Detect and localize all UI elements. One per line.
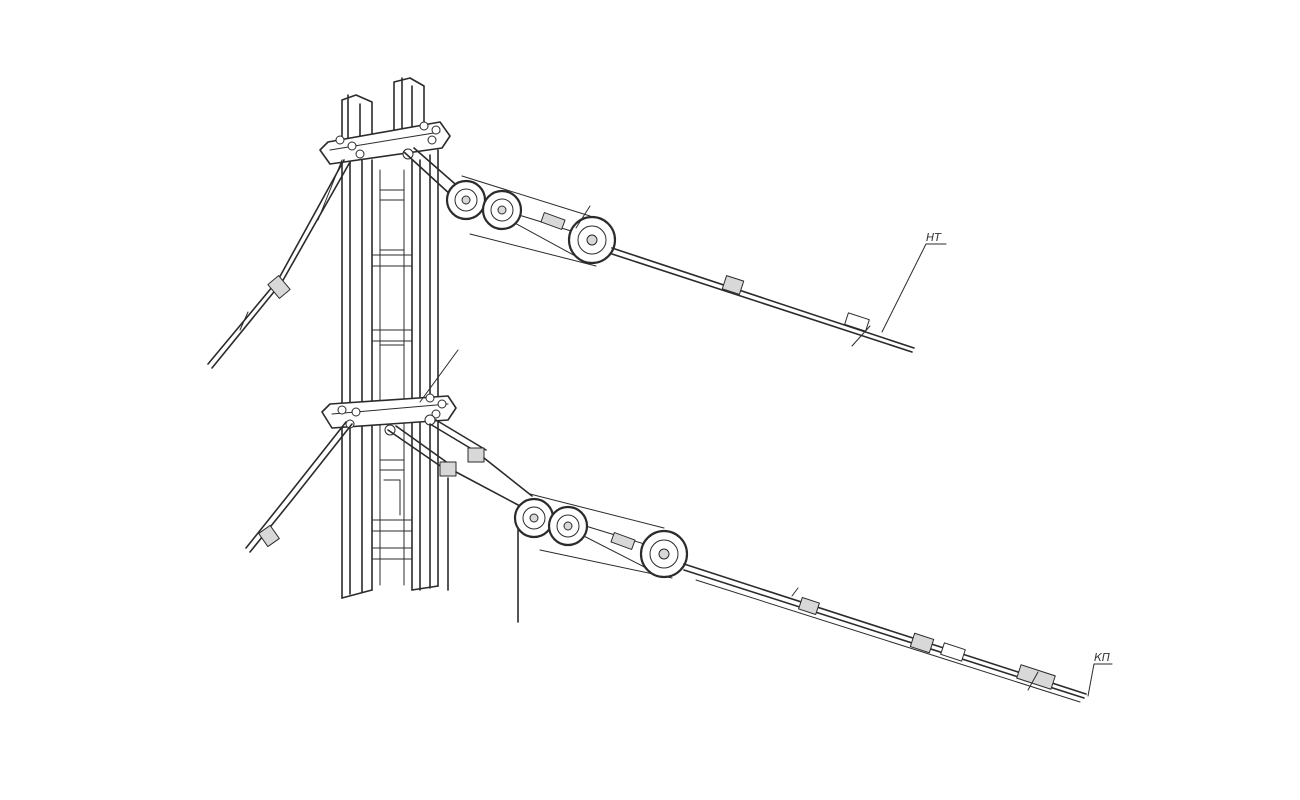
lower-bracket-leader [419, 349, 459, 403]
lower-back-guy [245, 421, 353, 553]
lower-wire-clamp-3 [940, 642, 966, 662]
mast-top-channel-left [341, 94, 373, 151]
lower-pulley-1 [513, 497, 555, 539]
upper-label-leader [881, 243, 947, 333]
lower-wire-clamp-2 [909, 632, 935, 654]
upper-pulley-2 [481, 189, 523, 231]
lower-tensioner-rope [529, 493, 673, 579]
upper-bracket-bolts [335, 121, 441, 160]
upper-pulley-1 [445, 179, 487, 221]
mast-right-upright [411, 149, 439, 591]
mast-base [341, 585, 439, 599]
mast-lattice [371, 169, 413, 586]
lower-link-a [439, 461, 457, 477]
upper-tensioner-arm [403, 147, 463, 197]
upper-bracket-plate [319, 121, 451, 165]
upper-pulley-3 [567, 215, 617, 265]
mast-left-upright [341, 149, 373, 599]
lower-label: КП [1094, 651, 1110, 664]
lower-guy-clamp [258, 524, 280, 548]
upper-wire-clamp [721, 275, 745, 295]
lower-bracket-plate [321, 395, 457, 429]
lower-wire-clamp-1 [798, 597, 820, 615]
mast [341, 77, 439, 599]
upper-back-guy [207, 159, 351, 369]
mast-top-channel-right [393, 77, 425, 151]
lower-link-b [467, 447, 485, 463]
lower-pulley-3 [639, 529, 689, 579]
upper-label: НТ [926, 231, 942, 244]
lower-pulley-2 [547, 505, 589, 547]
upper-wire [611, 247, 915, 353]
lower-bracket [321, 349, 459, 436]
lower-bracket-bolts [337, 393, 447, 436]
lower-tensioner-arm-1 [387, 425, 453, 471]
upper-bracket [319, 121, 451, 165]
upper-yoke [540, 212, 566, 230]
lower-yoke [610, 532, 636, 550]
lower-hanging-rods [447, 477, 519, 623]
lower-label-leader [1087, 663, 1113, 697]
lower-tensioner: КП [387, 419, 1113, 703]
upper-end-fitting [844, 312, 870, 332]
upper-tensioner: НТ [403, 147, 947, 353]
upper-guy-clamp [267, 275, 291, 299]
lower-end-fitting [1016, 664, 1056, 690]
upper-tensioner-rope [461, 175, 597, 267]
